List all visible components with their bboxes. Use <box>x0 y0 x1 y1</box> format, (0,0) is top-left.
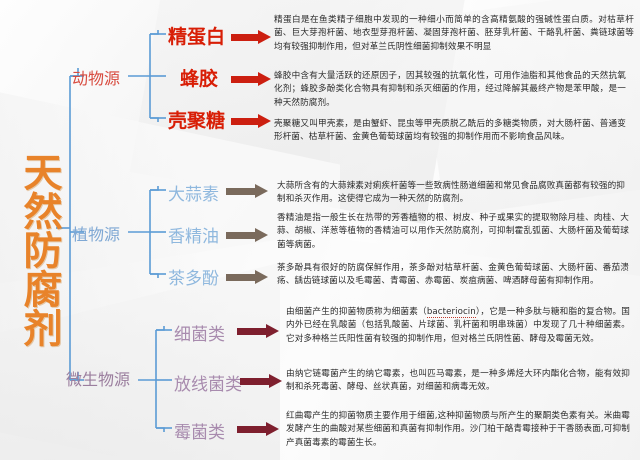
category-label-animal[interactable]: 动物源 <box>72 69 121 88</box>
arrow-icon <box>226 270 268 284</box>
arrow-icon <box>231 72 271 86</box>
item-label-protamine[interactable]: 精蛋白 <box>168 26 226 48</box>
category-label-plant[interactable]: 植物源 <box>72 225 121 244</box>
item-label-mold[interactable]: 霉菌类 <box>174 423 225 443</box>
arrow-icon <box>240 374 282 388</box>
arrow-icon <box>226 184 268 198</box>
item-label-chitosan[interactable]: 壳聚糖 <box>168 110 226 132</box>
description-propolis: 蜂胶中含有大量活跃的还原因子，因其较强的抗氧化性，可用作油脂和其他食品的天然抗氧… <box>274 71 626 108</box>
description-essential-oil: 香精油是指一般生长在热带的芳香植物的根、树皮、种子或果实的提取物除月桂、肉桂、大… <box>277 213 629 250</box>
description-protamine: 精蛋白是在鱼类精子细胞中发现的一种细小而简单的含高精氨酸的强碱性蛋白质。对枯草杆… <box>274 15 634 52</box>
arrow-icon <box>231 114 271 128</box>
item-label-essential-oil[interactable]: 香精油 <box>168 227 219 247</box>
description-allicin: 大蒜所含有的大蒜辣素对痢疾杆菌等一些致病性肠道细菌和常见食品腐败真菌都有较强的抑… <box>277 181 625 205</box>
description-tea-polyphenol: 茶多酚具有很好的防腐保鲜作用，茶多酚对枯草杆菌、金黄色葡萄球菌、大肠杆菌、番茄溃… <box>277 263 629 287</box>
item-label-allicin[interactable]: 大蒜素 <box>168 185 219 205</box>
description-actinomycetes: 由纳它链霉菌产生的纳它霉素，也叫匹马霉素，是一种多烯烃大环内酯化合物，能有效抑制… <box>286 369 630 393</box>
item-label-propolis[interactable]: 蜂胶 <box>180 68 219 90</box>
description-bacteria-latin: bacteriocin <box>426 307 476 318</box>
page-title: 天然防腐剂 <box>17 152 62 347</box>
arrow-icon <box>237 422 279 436</box>
description-mold: 红曲霉产生的抑菌物质主要作用于细菌,这种抑菌物质与所产生的聚酮类色素有关。米曲霉… <box>286 411 630 448</box>
category-label-microbe[interactable]: 微生物源 <box>66 370 131 389</box>
arrow-icon <box>226 228 268 242</box>
description-chitosan: 壳聚糖又叫甲壳素，是由蟹虾、昆虫等甲壳质脱乙酰后的多糖类物质，对大肠杆菌、普通变… <box>274 119 626 143</box>
description-bacteria-prefix: 由细菌产生的抑菌物质称为细菌素（ <box>286 307 427 317</box>
description-bacteria: 由细菌产生的抑菌物质称为细菌素（bacteriocin），它是一种多肽与糖和脂的… <box>286 306 630 346</box>
item-label-bacteria[interactable]: 细菌类 <box>174 325 225 345</box>
item-label-actinomycetes[interactable]: 放线菌类 <box>174 375 242 395</box>
arrow-icon <box>231 30 271 44</box>
description-bacteria-suffix: ），它是一种多肽与糖和脂的复合物。国内外已经在乳酸菌（包括乳酸菌、片球菌、乳杆菌… <box>286 307 630 344</box>
arrow-icon <box>237 324 279 338</box>
item-label-tea-polyphenol[interactable]: 茶多酚 <box>168 269 219 289</box>
